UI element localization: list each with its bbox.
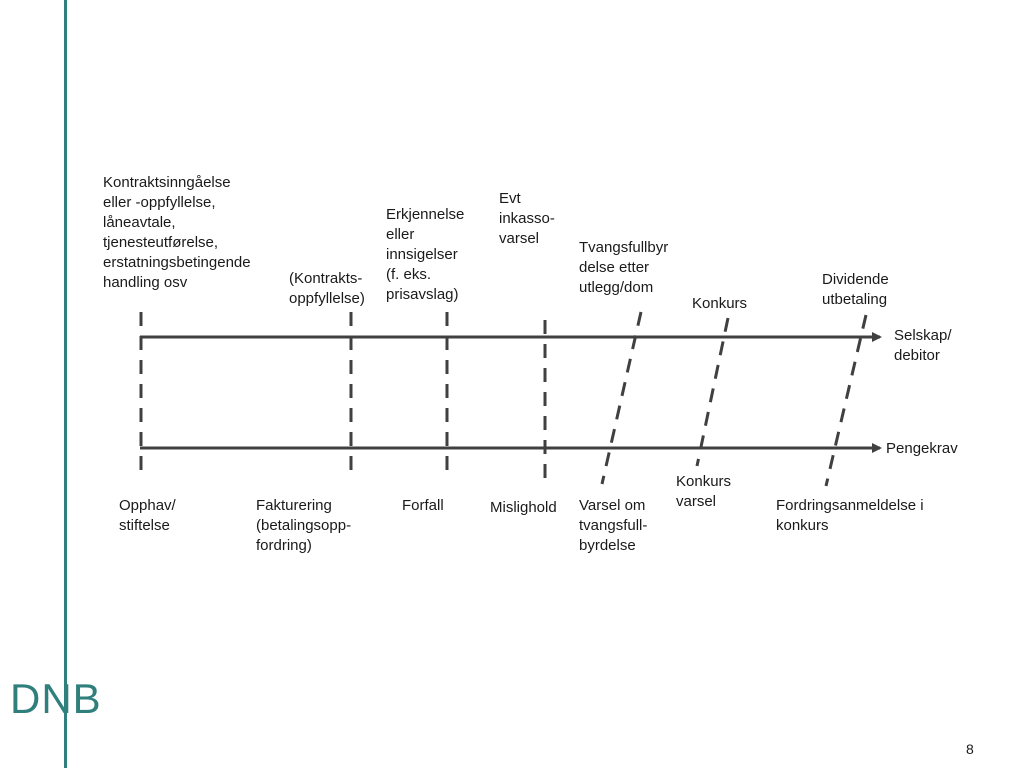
event-line-konkurs xyxy=(695,317,730,467)
axis-label-selskap-debitor: Selskap/ debitor xyxy=(894,327,952,364)
label-forfall: Forfall xyxy=(402,497,444,514)
label-opphav-stiftelse: Opphav/ stiftelse xyxy=(119,497,176,534)
label-inkasso-varsel: Evt inkasso- varsel xyxy=(499,190,555,247)
label-fordringsanmeldelse: Fordringsanmeldelse i konkurs xyxy=(776,497,924,534)
label-erkjennelse: Erkjennelse eller innsigelser (f. eks. p… xyxy=(386,206,465,303)
label-varsel-tvangsfullbyrdelse: Varsel om tvangsfull- byrdelse xyxy=(579,497,648,554)
label-fakturering: Fakturering (betalingsopp- fordring) xyxy=(256,497,352,554)
axis-label-pengekrav: Pengekrav xyxy=(886,440,958,457)
label-dividende-utbetaling: Dividende utbetaling xyxy=(822,271,889,308)
label-kontrakts-oppfyllelse: (Kontrakts- oppfyllelse) xyxy=(289,270,365,307)
dnb-logo: DNB xyxy=(10,675,102,722)
label-kontraktsinngaaelse: Kontraktsinngåelse eller -oppfyllelse, l… xyxy=(103,174,251,291)
event-line-tvangsfullbyrdelse xyxy=(600,311,643,485)
label-tvangsfullbyrdelse: Tvangsfullbyr delse etter utlegg/dom xyxy=(579,239,669,296)
label-konkurs: Konkurs xyxy=(692,295,748,312)
label-konkurs-varsel: Konkurs varsel xyxy=(676,473,732,510)
label-mislighold: Mislighold xyxy=(490,499,557,516)
page-number: 8 xyxy=(966,741,974,757)
brand-vertical-line xyxy=(64,0,67,768)
event-line-dividende xyxy=(824,314,868,487)
